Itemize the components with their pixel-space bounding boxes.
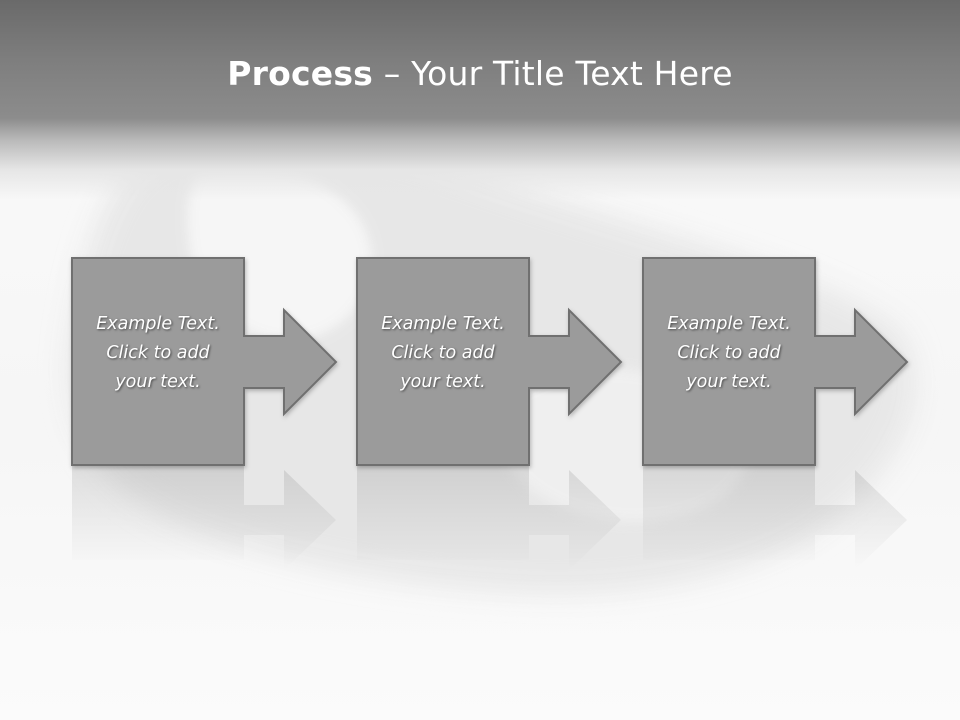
step-3-text[interactable]: Example Text. Click to add your text.	[643, 310, 815, 397]
process-step-1[interactable]	[71, 257, 338, 570]
step-2-line-2: Click to add	[391, 343, 495, 363]
step-1-line-1: Example Text.	[96, 314, 220, 334]
title-bold: Process	[227, 54, 374, 93]
step-1-reflection	[72, 466, 336, 570]
step-3-reflection	[643, 466, 907, 570]
step-2-reflection	[357, 466, 621, 570]
process-step-3[interactable]	[642, 257, 909, 570]
step-2-line-3: your text.	[400, 372, 486, 392]
step-2-text[interactable]: Example Text. Click to add your text.	[357, 310, 529, 397]
process-step-2[interactable]	[356, 257, 623, 570]
step-1-arrow-shape[interactable]	[71, 257, 338, 466]
step-2-arrow-shape[interactable]	[356, 257, 623, 466]
step-3-line-2: Click to add	[677, 343, 781, 363]
step-3-arrow-shape[interactable]	[642, 257, 909, 466]
title-rest: – Your Title Text Here	[373, 54, 733, 93]
slide-title[interactable]: Process – Your Title Text Here	[0, 52, 960, 96]
step-3-line-1: Example Text.	[667, 314, 791, 334]
step-2-line-1: Example Text.	[381, 314, 505, 334]
header-band	[0, 0, 960, 200]
step-3-line-3: your text.	[686, 372, 772, 392]
step-1-line-2: Click to add	[106, 343, 210, 363]
step-1-text[interactable]: Example Text. Click to add your text.	[72, 310, 244, 397]
step-1-line-3: your text.	[115, 372, 201, 392]
